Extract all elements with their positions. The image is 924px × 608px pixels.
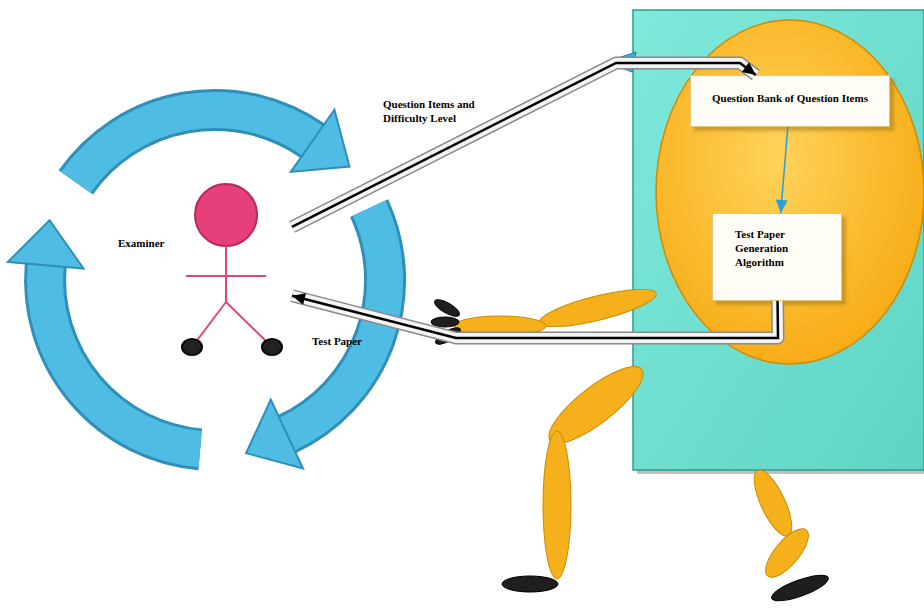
cycle-arrows: [45, 110, 385, 449]
edge-label: Question Items and Difficulty Level: [383, 97, 513, 126]
process-box: Test Paper Generation Algorithm: [712, 213, 842, 301]
node-text: Examiner: [118, 237, 292, 251]
flow-arrow: [292, 293, 778, 338]
arrow-head: [742, 62, 756, 75]
arrow-head: [776, 200, 788, 213]
robot-hands-feet: [431, 297, 831, 606]
machine-body: [633, 10, 924, 470]
flow-arrow: [292, 62, 756, 227]
node-text: Test Paper Generation Algorithm: [735, 228, 833, 269]
robot-limbs: [454, 282, 815, 584]
examiner-figure: [182, 184, 282, 355]
actor-node: Examiner: [112, 185, 292, 360]
process-box: Question Bank of Question Items: [690, 75, 890, 127]
edge-label: Test Paper: [312, 334, 402, 348]
input-port: [606, 52, 636, 72]
node-text: Question Bank of Question Items: [697, 92, 883, 106]
arrow-head: [292, 293, 306, 305]
machine-core: [656, 20, 924, 364]
flow-arrow: [776, 127, 788, 213]
cycle-arrowheads: [8, 110, 350, 469]
